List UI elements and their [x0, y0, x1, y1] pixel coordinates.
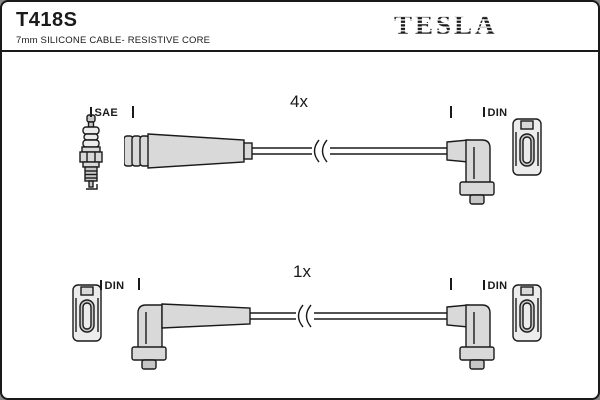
index-tick — [450, 106, 452, 118]
connector-label-text: DIN — [487, 280, 508, 292]
connector-label-din: DIN — [100, 280, 124, 292]
cable-assembly-icon — [124, 133, 495, 205]
quantity-label: 1x — [293, 262, 311, 281]
part-number: T418S — [16, 9, 78, 31]
straight-boot — [124, 133, 253, 169]
index-tick — [90, 107, 92, 117]
cable-break-icon — [297, 304, 312, 328]
cable-wire — [252, 147, 447, 155]
subtitle: 7mm SILICONE CABLE- RESISTIVE CORE — [16, 35, 211, 46]
connector-label-text: DIN — [487, 107, 508, 119]
header: T418S 7mm SILICONE CABLE- RESISTIVE CORE… — [2, 2, 598, 52]
din-terminal-icon — [512, 284, 542, 342]
connector-label-din: DIN — [483, 107, 507, 119]
cable-wire — [250, 312, 447, 320]
brand-logo: TESLA — [394, 10, 498, 40]
cable-break-icon — [313, 139, 328, 163]
index-tick — [450, 278, 452, 290]
din-terminal-icon — [72, 284, 102, 342]
connector-label-din: DIN — [483, 280, 507, 292]
cable-assembly-icon — [131, 303, 495, 370]
index-tick — [483, 280, 485, 290]
spark-plug-icon — [79, 114, 103, 190]
connector-label-text: DIN — [104, 280, 125, 292]
connector-label-sae: SAE — [90, 107, 118, 119]
index-tick — [100, 280, 102, 290]
angled-boot — [446, 139, 495, 205]
angled-boot-right — [446, 304, 495, 370]
index-tick — [132, 106, 134, 118]
angled-boot-left — [131, 303, 251, 370]
index-tick — [483, 107, 485, 117]
connector-label-text: SAE — [94, 107, 119, 119]
din-terminal-icon — [512, 118, 542, 176]
quantity-label: 4x — [290, 92, 308, 111]
index-tick — [138, 278, 140, 290]
brand-logo-text: TESLA — [394, 10, 498, 40]
